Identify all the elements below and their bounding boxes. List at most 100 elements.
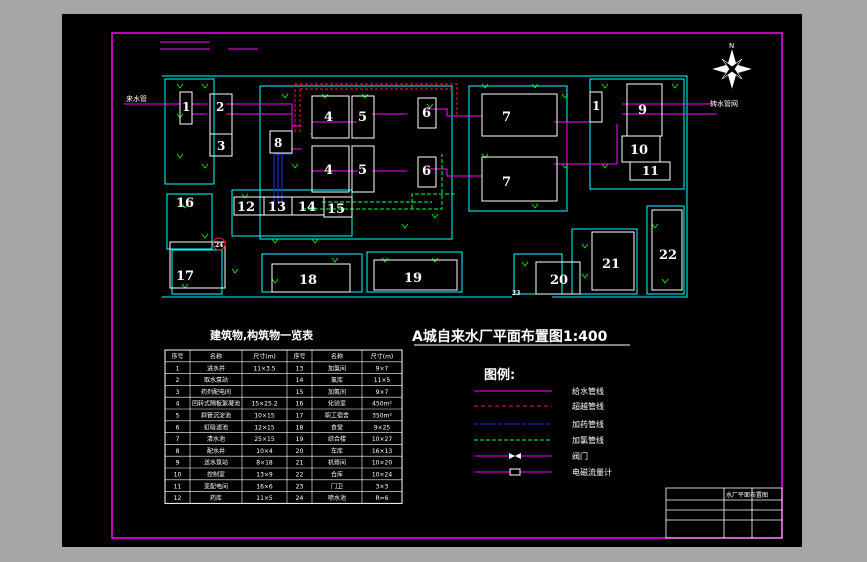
legend xyxy=(474,390,552,476)
table-cell: 10 xyxy=(174,472,182,479)
building-21 xyxy=(591,231,635,291)
road-block-dorm xyxy=(171,249,223,295)
road-block-clearwater xyxy=(468,85,568,212)
building-4b xyxy=(311,145,350,193)
buildings xyxy=(169,83,683,295)
table-cell: 13 xyxy=(296,365,304,372)
table-cell: 16×13 xyxy=(372,448,392,455)
table-cell: 车库 xyxy=(331,447,343,455)
svg-text:14: 14 xyxy=(298,200,316,215)
svg-text:7: 7 xyxy=(502,110,511,125)
table-cell: 氯库 xyxy=(331,376,343,384)
table-cell: 3×3 xyxy=(376,483,389,490)
table-cell: 16×6 xyxy=(256,483,273,490)
table-cell: 25×15 xyxy=(254,436,274,443)
svg-text:8: 8 xyxy=(274,136,282,150)
svg-text:3: 3 xyxy=(217,139,225,153)
svg-text:4: 4 xyxy=(324,110,333,125)
table-cell: 20 xyxy=(296,448,304,455)
svg-text:N: N xyxy=(729,42,734,50)
table-cell: 14 xyxy=(296,377,304,384)
svg-text:11: 11 xyxy=(642,164,659,178)
table-cell: 9 xyxy=(176,460,180,467)
svg-text:12: 12 xyxy=(237,200,255,215)
table-cell: 2 xyxy=(176,377,180,384)
table-cell: 9×7 xyxy=(376,365,389,372)
svg-text:22: 22 xyxy=(659,248,677,263)
svg-text:20: 20 xyxy=(550,273,568,288)
table-cell: 斜管沉淀池 xyxy=(201,412,231,420)
building-15 xyxy=(323,196,353,218)
building-17 xyxy=(169,241,226,289)
table-cell: 9×25 xyxy=(374,424,391,431)
table-cell: 11 xyxy=(174,483,182,490)
svg-text:阀门: 阀门 xyxy=(572,451,588,461)
table-header-cell: 序号 xyxy=(293,353,305,361)
table-cell: 7 xyxy=(176,436,180,443)
svg-text:6: 6 xyxy=(422,164,431,179)
building-5a xyxy=(351,95,375,139)
drawing-sheet: 1 2 3 4 5 6 4 5 6 7 7 1 9 10 11 8 12 13 … xyxy=(62,14,802,547)
table-cell: 虹吸滤池 xyxy=(204,423,228,431)
table-cell: 门卫 xyxy=(331,482,343,490)
chemical-pipe xyxy=(273,153,292,204)
table-header-cell: 名称 xyxy=(210,353,222,361)
drawing-frame xyxy=(111,32,783,539)
svg-text:9: 9 xyxy=(638,103,647,118)
table-cell: 23 xyxy=(296,483,304,490)
table-cell: 进水井 xyxy=(207,364,225,372)
table-cell: 17 xyxy=(296,413,304,420)
water-pipe xyxy=(292,121,357,172)
table-cell: 12 xyxy=(174,495,182,502)
table-cell: 12×15 xyxy=(254,424,274,431)
svg-text:给水管线: 给水管线 xyxy=(572,386,604,396)
table-cell: 11×5 xyxy=(256,495,273,502)
table-cell: 仓库 xyxy=(331,471,343,479)
svg-text:电磁流量计: 电磁流量计 xyxy=(572,467,612,477)
legend-labels: 给水管线 超越管线 加药管线 加氯管线 阀门 电磁流量计 xyxy=(572,386,612,477)
building-3 xyxy=(209,133,233,157)
flowmeter-icon xyxy=(509,468,521,476)
svg-text:15: 15 xyxy=(327,202,345,217)
table-cell: 9×7 xyxy=(376,389,389,396)
table-cell: 加氨间 xyxy=(328,388,346,396)
building-11 xyxy=(629,161,671,181)
road-block-pumping xyxy=(589,78,685,190)
table-cell: 喷水池 xyxy=(328,494,346,502)
table-cell: R=6 xyxy=(375,495,388,502)
table-cell: 15×25.2 xyxy=(251,401,277,408)
table-cell: 24 xyxy=(296,495,304,502)
table-cell: 送水泵站 xyxy=(204,459,228,467)
table-header-cell: 尺寸(m) xyxy=(371,353,394,361)
table-title: 建筑物,构筑物一览表 xyxy=(210,328,314,342)
table-cell: 化验室 xyxy=(328,400,346,408)
table-cell: 取水泵站 xyxy=(204,376,228,384)
svg-text:5: 5 xyxy=(358,163,367,178)
building-22 xyxy=(651,209,683,291)
table-cell: 药剂配电间 xyxy=(201,388,231,396)
table-cell: 6 xyxy=(176,424,180,431)
table-cell: 19 xyxy=(296,436,304,443)
table-cell: 10×20 xyxy=(372,460,392,467)
svg-text:6: 6 xyxy=(422,106,431,121)
water-pipe xyxy=(554,103,717,165)
building-1 xyxy=(179,91,193,125)
table-cell: 18 xyxy=(296,424,304,431)
table-cell: 回转式隔板絮凝池 xyxy=(192,400,240,408)
table-cell: 3 xyxy=(176,389,180,396)
table-cell: 10×15 xyxy=(254,413,274,420)
table-cell: 控制室 xyxy=(207,471,225,479)
overflow-pipe xyxy=(294,83,458,132)
road-block-treatment xyxy=(259,85,453,240)
table-cell: 10×4 xyxy=(256,448,273,455)
plan-title: A城自来水厂平面布置图1:400 xyxy=(412,328,608,345)
table-cell: 16 xyxy=(296,401,304,408)
svg-text:7: 7 xyxy=(502,175,511,190)
table-cell: 加氯间 xyxy=(328,364,346,372)
svg-text:10: 10 xyxy=(630,143,648,158)
svg-text:1: 1 xyxy=(182,100,190,114)
table-cell: 1 xyxy=(176,365,180,372)
svg-text:19: 19 xyxy=(404,271,422,286)
svg-text:21: 21 xyxy=(602,257,620,272)
svg-text:16: 16 xyxy=(176,196,194,211)
